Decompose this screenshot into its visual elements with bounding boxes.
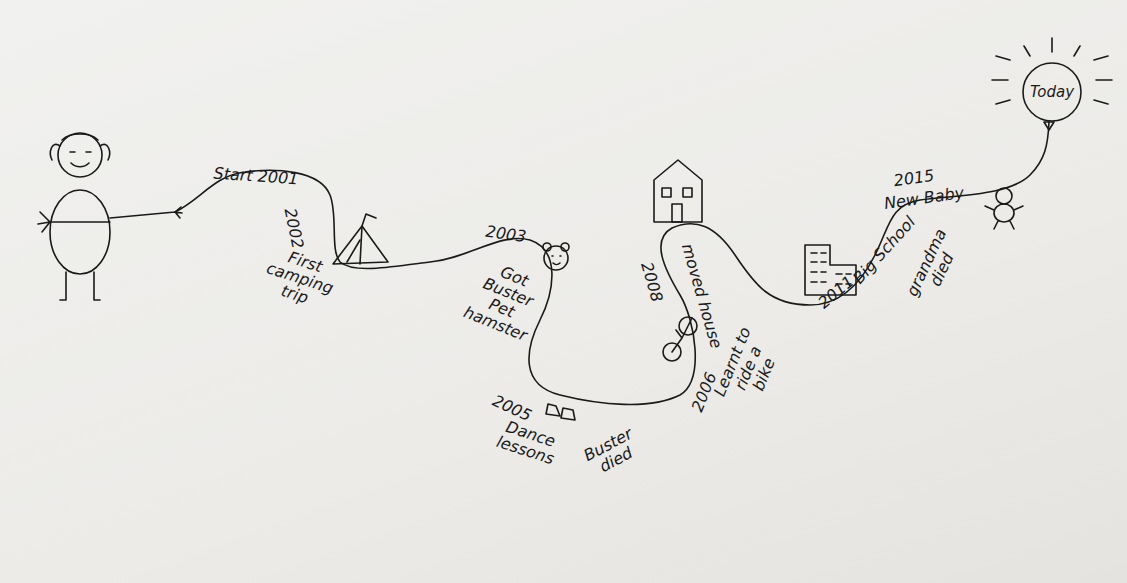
sun-rays <box>992 38 1112 130</box>
hamster-drawing <box>543 243 569 270</box>
timeline-label: Got Buster Pet hamster <box>456 254 554 346</box>
timeline-label: Start 2001 <box>171 162 342 191</box>
sun-balloon-node: Today <box>1022 62 1082 122</box>
timeline-label: New Baby <box>878 183 969 212</box>
timeline-label: 2003 <box>480 222 532 246</box>
bike-drawing <box>663 317 697 361</box>
timeline-label: 2002 <box>282 207 307 250</box>
house-drawing <box>654 160 702 222</box>
timeline-label: 2008 <box>637 256 667 309</box>
timeline-label: Buster died <box>573 421 651 484</box>
timeline-label: 2015 <box>888 166 940 190</box>
timeline-label: grandma died <box>902 223 967 310</box>
life-path <box>175 122 1049 404</box>
node-text: Today <box>1030 83 1074 101</box>
tent-drawing <box>333 214 388 264</box>
timeline-label: moved house <box>679 241 726 351</box>
dance-shoes-drawing <box>546 404 575 420</box>
baby-drawing <box>985 188 1023 229</box>
girl-figure <box>38 133 182 300</box>
timeline-label: First camping trip <box>249 240 350 316</box>
